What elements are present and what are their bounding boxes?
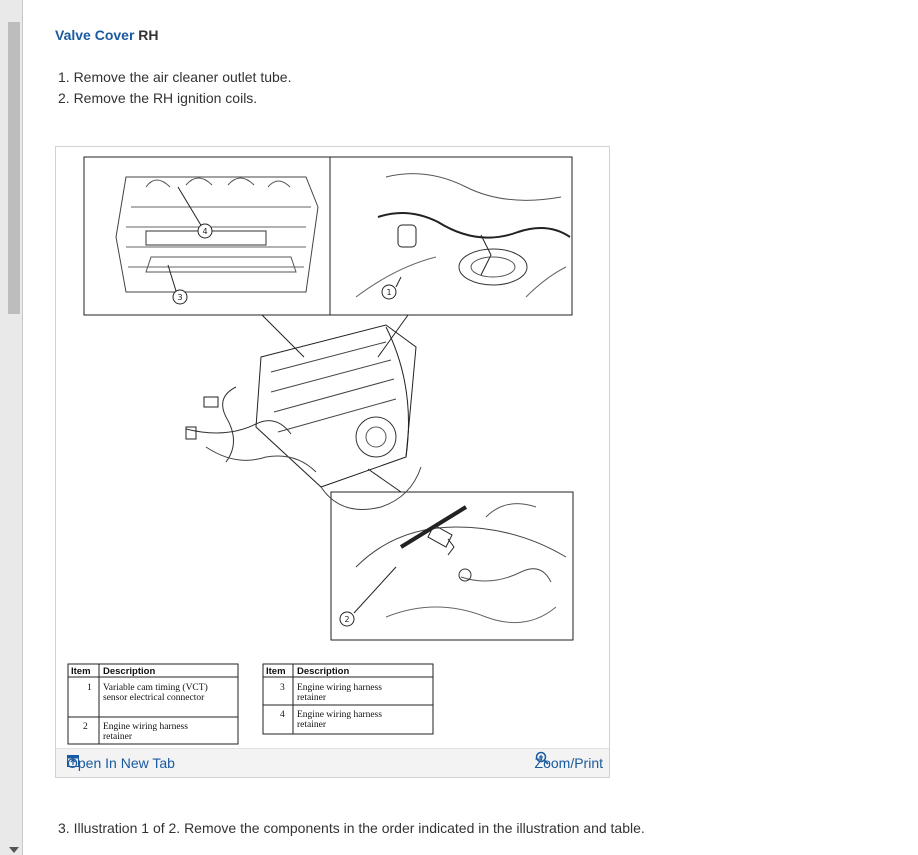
table-cell-item: 4 — [280, 710, 285, 720]
zoom-print-label[interactable]: Zoom/Print — [534, 755, 603, 771]
step-item: 1. Remove the air cleaner outlet tube. — [58, 69, 292, 85]
inset-frame-top-right — [329, 156, 573, 316]
callout-label: 4 — [202, 227, 207, 236]
table-cell-description: Variable cam timing (VCT) — [103, 682, 208, 693]
item-table-left: Item Description 1 Variable cam timing (… — [67, 663, 239, 745]
callout-label: 3 — [177, 293, 182, 302]
step-item: 3. Illustration 1 of 2. Remove the compo… — [58, 820, 645, 836]
zoom-magnifier-icon — [535, 751, 549, 765]
scroll-down-arrow-icon[interactable] — [9, 847, 19, 853]
open-new-tab-icon — [67, 755, 79, 767]
step-list: 1. Remove the air cleaner outlet tube. 2… — [58, 67, 291, 109]
table-cell-description: retainer — [103, 732, 133, 742]
page-title: Valve Cover RH — [55, 27, 159, 43]
left-scrollbar[interactable] — [0, 0, 23, 855]
item-table-right: Item Description 3 Engine wiring harness… — [262, 663, 434, 735]
illustration-figure: 4 3 1 2 Item Description 1 Variable cam … — [55, 146, 610, 778]
scrollbar-thumb[interactable] — [8, 22, 20, 314]
title-link[interactable]: Valve Cover — [55, 27, 135, 43]
table-cell-description: retainer — [297, 720, 327, 730]
table-header-description: Description — [103, 666, 155, 677]
table-cell-description: sensor electrical connector — [103, 693, 205, 703]
table-cell-item: 3 — [280, 683, 285, 693]
zoom-print-link[interactable]: Zoom/Print — [535, 751, 603, 771]
table-cell-item: 2 — [83, 722, 88, 732]
table-header-description: Description — [297, 666, 349, 677]
open-in-new-tab-link[interactable]: Open In New Tab — [67, 755, 175, 771]
table-header-item: Item — [266, 666, 286, 677]
table-cell-description: retainer — [297, 693, 327, 703]
inset-frame-bottom — [330, 491, 574, 641]
callout-label: 2 — [344, 615, 349, 624]
table-header-item: Item — [71, 666, 91, 677]
table-cell-description: Engine wiring harness — [297, 710, 382, 720]
open-in-new-tab-label[interactable]: Open In New Tab — [67, 755, 175, 771]
title-suffix: RH — [134, 27, 159, 43]
step-item: 2. Remove the RH ignition coils. — [58, 90, 258, 106]
engine-illustration: 4 3 1 2 Item Description 1 Variable cam … — [67, 156, 574, 745]
table-cell-description: Engine wiring harness — [103, 722, 188, 732]
table-cell-item: 1 — [87, 683, 92, 693]
callout-label: 1 — [386, 288, 391, 297]
table-cell-description: Engine wiring harness — [297, 683, 382, 693]
figure-footer: Open In New Tab Zoom/Print — [56, 748, 609, 777]
